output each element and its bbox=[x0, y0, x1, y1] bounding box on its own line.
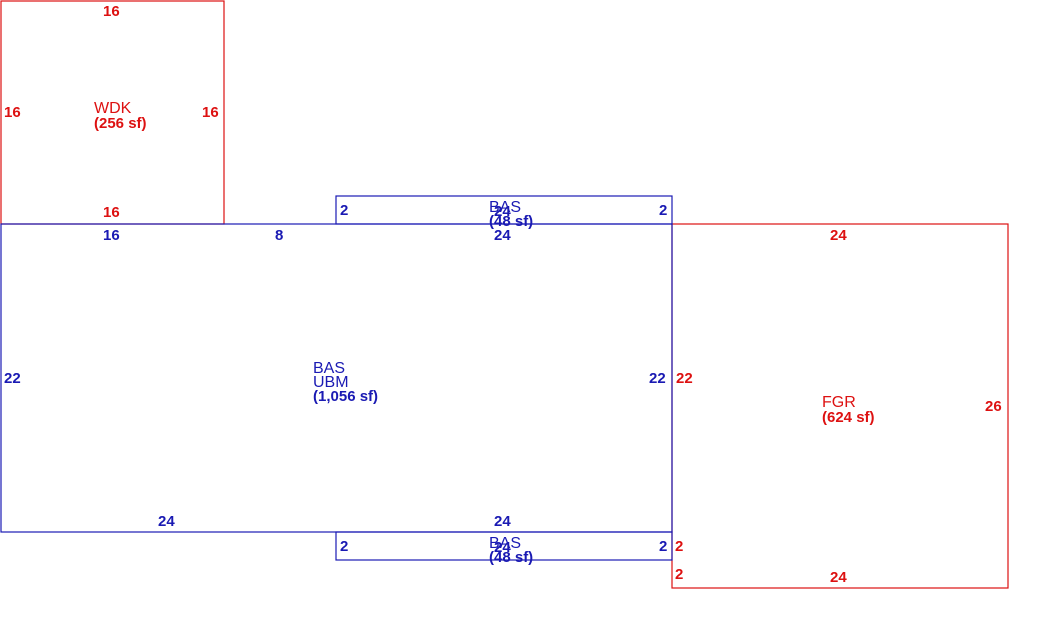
wdk-area-sqft: (256 sf) bbox=[94, 115, 147, 132]
wdk-dim-left: 16 bbox=[4, 104, 21, 121]
fgr-dim-left: 22 bbox=[676, 370, 693, 387]
bas-top-overlap-dim: 24 bbox=[494, 203, 511, 220]
bas-top-area-name: BAS bbox=[489, 199, 521, 216]
wdk-dim-bottom: 16 bbox=[103, 204, 120, 221]
bas-bottom-overlap-dim: 24 bbox=[494, 539, 511, 556]
bas-main-area: 16 8 22 22 24 24 BAS UBM (1,056 sf) bbox=[0, 223, 673, 533]
fgr-dim-bottom: 24 bbox=[830, 569, 847, 586]
bas-bottom-outline bbox=[335, 531, 673, 561]
fgr-area-name: FGR bbox=[822, 394, 856, 411]
bas-main-dim-left: 22 bbox=[4, 370, 21, 387]
bas-top-area-sqft: (48 sf) bbox=[489, 213, 533, 230]
fgr-dim-left-low1: 2 bbox=[675, 538, 683, 555]
fgr-dim-top: 24 bbox=[830, 227, 847, 244]
fgr-dim-left-low2: 2 bbox=[675, 566, 683, 583]
bas-main-dim-bottom-right: 24 bbox=[494, 513, 511, 530]
bas-bottom-dim-right: 2 bbox=[659, 538, 667, 555]
bas-main-area-sqft: (1,056 sf) bbox=[313, 388, 378, 405]
bas-top-area: 2 2 BAS 24 (48 sf) 24 bbox=[335, 195, 673, 244]
bas-top-dim-left: 2 bbox=[340, 202, 348, 219]
wdk-area-name: WDK bbox=[94, 100, 132, 117]
bas-top-dim-bottom: 24 bbox=[494, 227, 511, 244]
bas-main-dim-top-mid: 8 bbox=[275, 227, 283, 244]
bas-bottom-area: 2 2 BAS 24 (48 sf) bbox=[335, 531, 673, 566]
fgr-area-sqft: (624 sf) bbox=[822, 409, 875, 426]
bas-bottom-area-name: BAS bbox=[489, 535, 521, 552]
bas-bottom-dim-left: 2 bbox=[340, 538, 348, 555]
bas-main-dim-top-left: 16 bbox=[103, 227, 120, 244]
bas-top-dim-right: 2 bbox=[659, 202, 667, 219]
fgr-area: 24 22 26 24 2 2 FGR (624 sf) bbox=[671, 223, 1009, 589]
bas-main-area-name2: UBM bbox=[313, 374, 349, 391]
bas-bottom-area-sqft: (48 sf) bbox=[489, 549, 533, 566]
bas-main-dim-bottom-left: 24 bbox=[158, 513, 175, 530]
fgr-dim-right: 26 bbox=[985, 398, 1002, 415]
wdk-dim-right: 16 bbox=[202, 104, 219, 121]
wdk-dim-top: 16 bbox=[103, 3, 120, 20]
bas-main-dim-right: 22 bbox=[649, 370, 666, 387]
wdk-area: 16 16 16 16 WDK (256 sf) bbox=[0, 0, 225, 225]
bas-main-area-name: BAS bbox=[313, 360, 345, 377]
